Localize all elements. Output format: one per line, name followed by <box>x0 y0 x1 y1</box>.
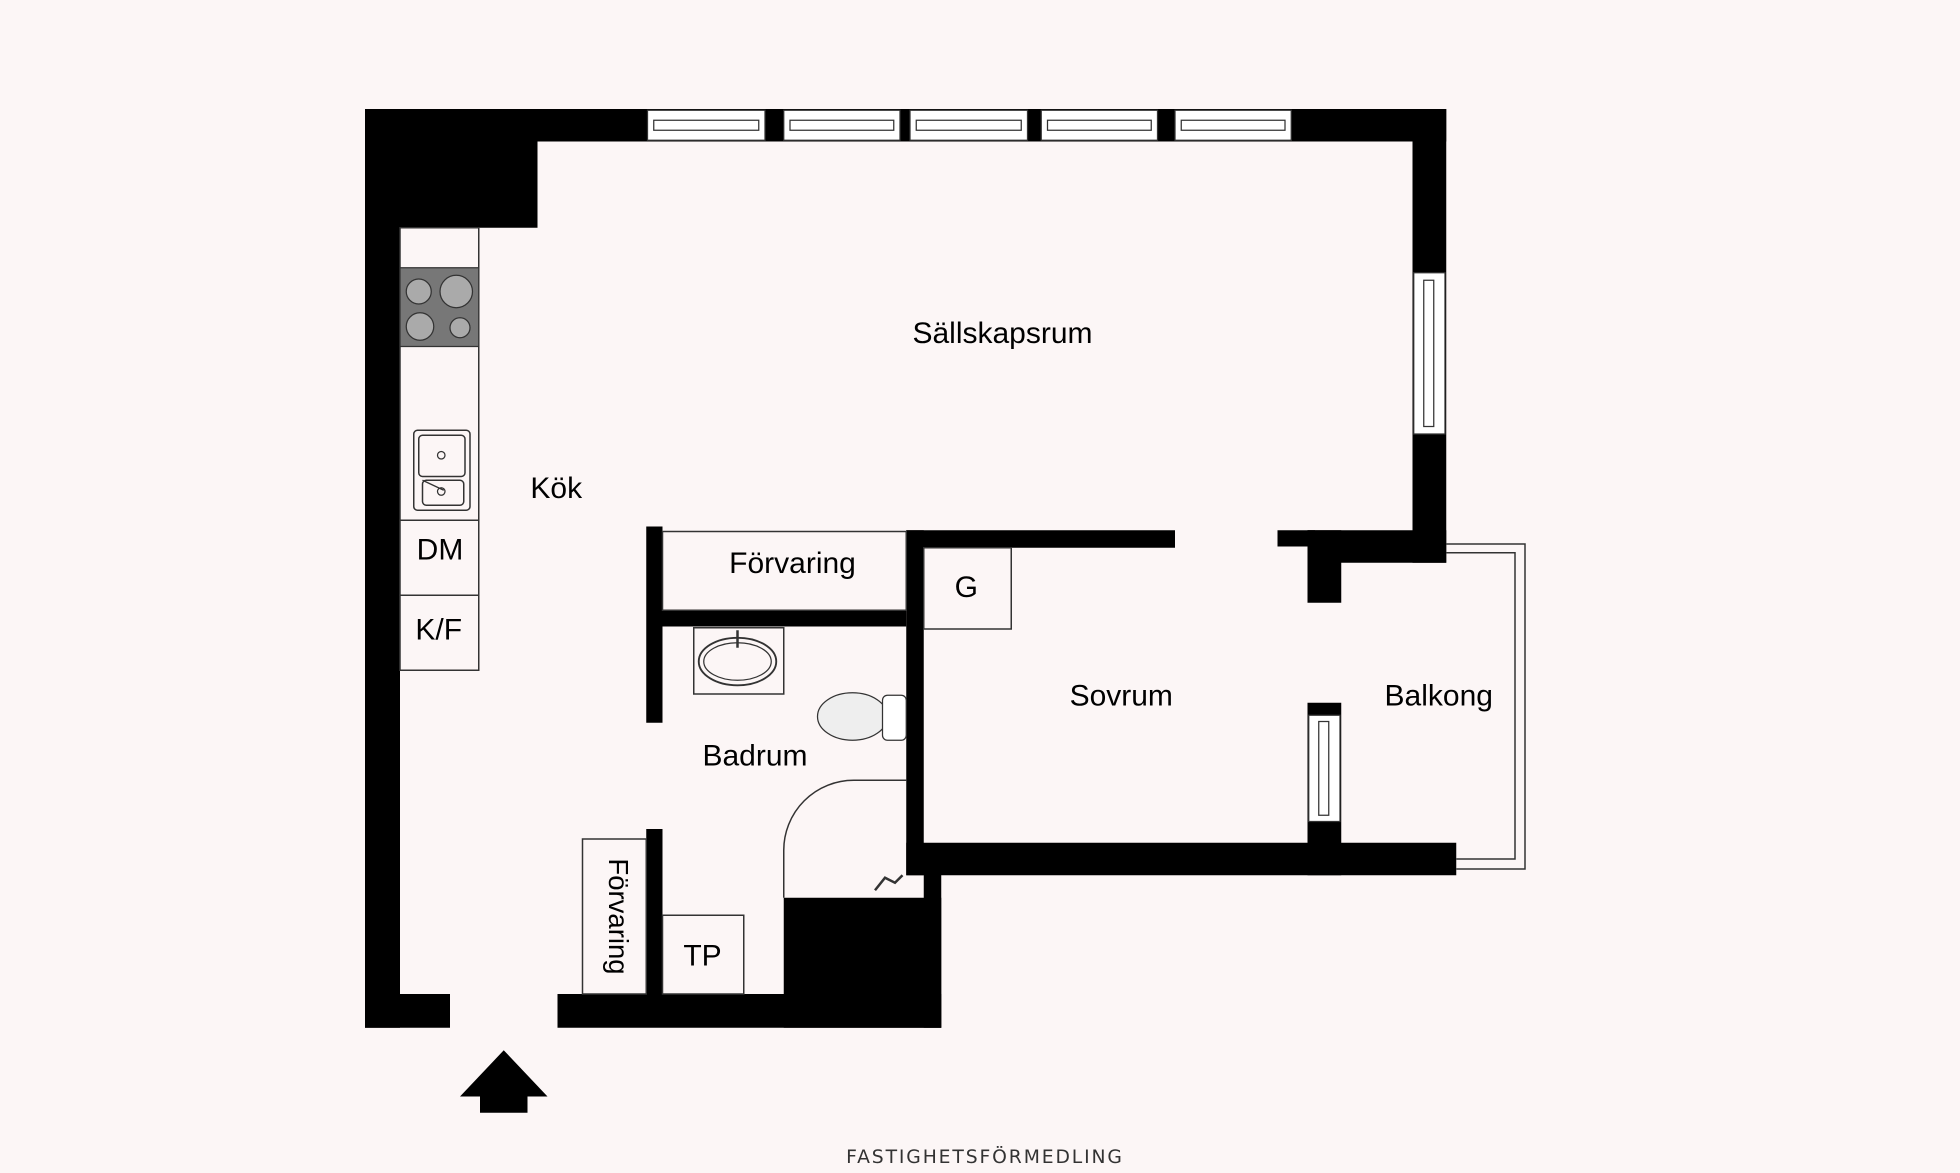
walls <box>365 109 1457 1028</box>
window <box>646 109 766 141</box>
windows <box>646 109 1446 823</box>
window <box>783 109 901 141</box>
balcony-railing <box>1446 543 1526 870</box>
room-label-bedroom: Sovrum <box>1070 680 1173 713</box>
window <box>1040 109 1159 141</box>
window <box>1174 109 1292 141</box>
wardrobe <box>923 547 1012 630</box>
room-label-linen: TP <box>683 940 721 973</box>
stove-icon <box>399 267 480 348</box>
linen-closet <box>661 914 745 995</box>
window <box>1308 714 1341 823</box>
storage-top <box>661 530 907 611</box>
label-dishwasher: DM <box>417 533 464 566</box>
room-label-kitchen: Kök <box>530 472 583 505</box>
dishwasher <box>399 519 480 596</box>
footer-brand: FASTIGHETSFÖRMEDLING <box>846 1145 1124 1168</box>
storage-side <box>581 838 647 995</box>
entrance-arrow-icon <box>460 1050 548 1113</box>
kitchen-counter <box>399 227 480 671</box>
room-label-storage-side: Förvaring <box>603 858 634 974</box>
label-fridge-freezer: K/F <box>415 613 462 646</box>
window <box>909 109 1029 141</box>
room-label-bathroom: Badrum <box>702 740 807 773</box>
room-label-balcony: Balkong <box>1385 680 1493 713</box>
room-label-wardrobe: G <box>955 571 978 604</box>
window <box>1413 272 1446 435</box>
fridge-freezer <box>399 594 480 671</box>
toilet-icon <box>816 692 907 741</box>
room-label-storage-top: Förvaring <box>729 547 856 580</box>
room-label-living: Sällskapsrum <box>912 317 1092 350</box>
washbasin-icon <box>693 627 785 695</box>
shower-icon <box>783 779 907 898</box>
sink-icon <box>413 429 471 511</box>
